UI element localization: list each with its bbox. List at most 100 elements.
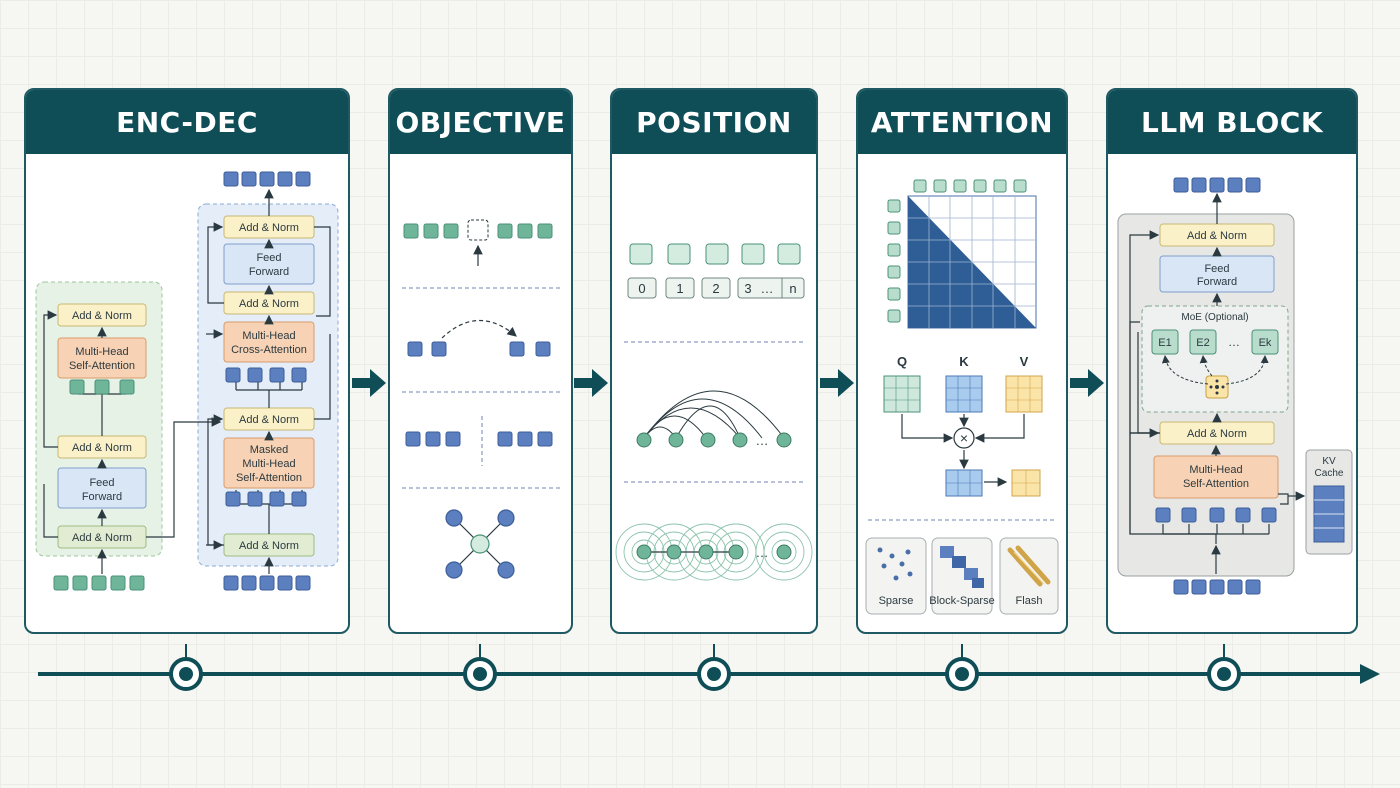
encoder-self-attention-label-2: Self-Attention [69, 360, 135, 372]
kv-cache-rows [1313, 485, 1345, 543]
moe-routing-arrows [1161, 355, 1269, 385]
position-index-ellipsis: … [761, 281, 774, 296]
moe-ellipsis: … [1228, 335, 1240, 349]
v-matrix [1005, 375, 1043, 413]
llm-add-norm-mid-label: Add & Norm [1187, 428, 1247, 440]
rotary-position-ellipsis: … [756, 545, 769, 560]
position-index-boxes [627, 277, 805, 299]
objective-diagram [402, 219, 560, 579]
relative-position-arcs [643, 390, 785, 439]
enc-dec-body: Add & Norm Multi-Head Self-Attention Add… [26, 154, 348, 632]
objective-title: OBJECTIVE [390, 90, 571, 154]
position-index-n: n [789, 281, 796, 296]
decoder-add-norm-2-label: Add & Norm [239, 298, 299, 310]
flow-arrow-1-icon [352, 369, 386, 397]
position-index-3: 3 [744, 281, 751, 296]
multiply-operator-icon [953, 427, 975, 449]
encoder-add-norm-bottom-label: Add & Norm [72, 532, 132, 544]
position-title: POSITION [612, 90, 816, 154]
decoder-masked-attention-label-1: Masked [250, 444, 289, 456]
qkv-connectors [901, 414, 1025, 487]
decoder-input-tokens [223, 575, 311, 591]
objective-body [390, 154, 571, 632]
q-label: Q [897, 354, 907, 369]
position-diagram: 0 1 2 3 … n … [615, 243, 813, 581]
llm-output-tokens [1173, 177, 1261, 193]
llm-block-diagram: Add & Norm Feed Forward MoE (Optional) E… [1117, 177, 1353, 595]
v-label: V [1020, 354, 1029, 369]
kv-cache-label-1: KV [1322, 456, 1336, 467]
decoder-feed-forward-label-1: Feed [256, 252, 281, 264]
attention-score-matrix [945, 469, 983, 497]
timeline-node-4-icon [945, 657, 979, 691]
moe-router-dots [1209, 379, 1225, 395]
timeline-node-1-icon [169, 657, 203, 691]
decoder-feed-forward-label-2: Forward [249, 266, 289, 278]
llm-block-panel: LLM BLOCK Add & Norm Feed Forward [1106, 88, 1358, 634]
flow-arrow-3-icon [820, 369, 854, 397]
decoder-masked-attention-label-2: Multi-Head [242, 458, 295, 470]
encoder-feed-forward-label-1: Feed [89, 477, 114, 489]
enc-dec-panel: ENC-DEC Add & Norm Multi-Head Self-Atten… [24, 88, 350, 634]
timeline-node-5-icon [1207, 657, 1241, 691]
llm-self-attention-label-2: Self-Attention [1183, 478, 1249, 490]
encoder-self-attention [57, 337, 147, 379]
position-body: 0 1 2 3 … n … [612, 154, 816, 632]
encoder-feed-forward-label-2: Forward [82, 491, 122, 503]
decoder-add-norm-top-label: Add & Norm [239, 222, 299, 234]
attention-body: Q K V × [858, 154, 1066, 632]
position-index-2: 2 [712, 281, 719, 296]
moe-block [1141, 305, 1289, 413]
flash-label: Flash [1016, 595, 1043, 607]
encoder-add-norm-top-label: Add & Norm [72, 310, 132, 322]
moe-experts [1151, 329, 1279, 355]
encoder-hidden-tokens [69, 367, 307, 507]
expert-2-label: E2 [1196, 337, 1209, 349]
block-sparse-attention-card: Block-Sparse [929, 537, 995, 615]
decoder-masked-attention-label-3: Self-Attention [236, 472, 302, 484]
flow-arrow-4-icon [1070, 369, 1104, 397]
encoder-add-norm-mid-label: Add & Norm [72, 442, 132, 454]
k-label: K [959, 354, 969, 369]
kv-cache-label-2: Cache [1315, 468, 1344, 479]
timeline-node-3-icon [697, 657, 731, 691]
decoder-output-tokens [223, 171, 311, 187]
llm-feed-forward-label-2: Forward [1197, 276, 1237, 288]
llm-connectors [1129, 192, 1306, 574]
timeline [38, 644, 1380, 691]
relative-position-ellipsis: … [756, 433, 769, 448]
encoder-input-tokens [53, 575, 145, 591]
llm-block-title: LLM BLOCK [1108, 90, 1356, 154]
llm-add-norm-top-label: Add & Norm [1187, 230, 1247, 242]
llm-self-attention [1153, 455, 1279, 499]
llm-self-attention-label-1: Multi-Head [1189, 464, 1242, 476]
moe-label: MoE (Optional) [1181, 312, 1248, 323]
decoder-feed-forward [223, 243, 315, 285]
next-token-objective [407, 319, 551, 357]
timeline-node-2-icon [463, 657, 497, 691]
attention-key-tokens [913, 179, 1027, 193]
decoder-add-norm-bottom-label: Add & Norm [239, 540, 299, 552]
decoder-add-norm-3-label: Add & Norm [239, 414, 299, 426]
timeline-arrow-icon [1360, 664, 1380, 684]
k-matrix [945, 375, 983, 413]
block-sparse-label: Block-Sparse [929, 595, 994, 607]
position-index-1: 1 [676, 281, 683, 296]
position-panel: POSITION 0 1 2 3 … n [610, 88, 818, 634]
attention-panel: ATTENTION [856, 88, 1068, 634]
decoder-cross-attention-label-2: Cross-Attention [231, 344, 307, 356]
llm-feed-forward-label-1: Feed [1204, 263, 1229, 275]
flash-attention-card: Flash [999, 537, 1059, 615]
flow-arrow-2-icon [574, 369, 608, 397]
graph-objective [445, 509, 515, 579]
encoder-self-attention-label-1: Multi-Head [75, 346, 128, 358]
encoder-add-norm-top [57, 303, 147, 327]
objective-panel: OBJECTIVE [388, 88, 573, 634]
llm-hidden-tokens [1155, 507, 1277, 523]
expert-k-label: Ek [1259, 337, 1272, 349]
expert-1-label: E1 [1158, 337, 1171, 349]
attention-query-tokens [887, 199, 901, 323]
llm-block-body: Add & Norm Feed Forward MoE (Optional) E… [1108, 154, 1356, 632]
enc-dec-title: ENC-DEC [26, 90, 348, 154]
decoder-cross-attention [223, 321, 315, 363]
